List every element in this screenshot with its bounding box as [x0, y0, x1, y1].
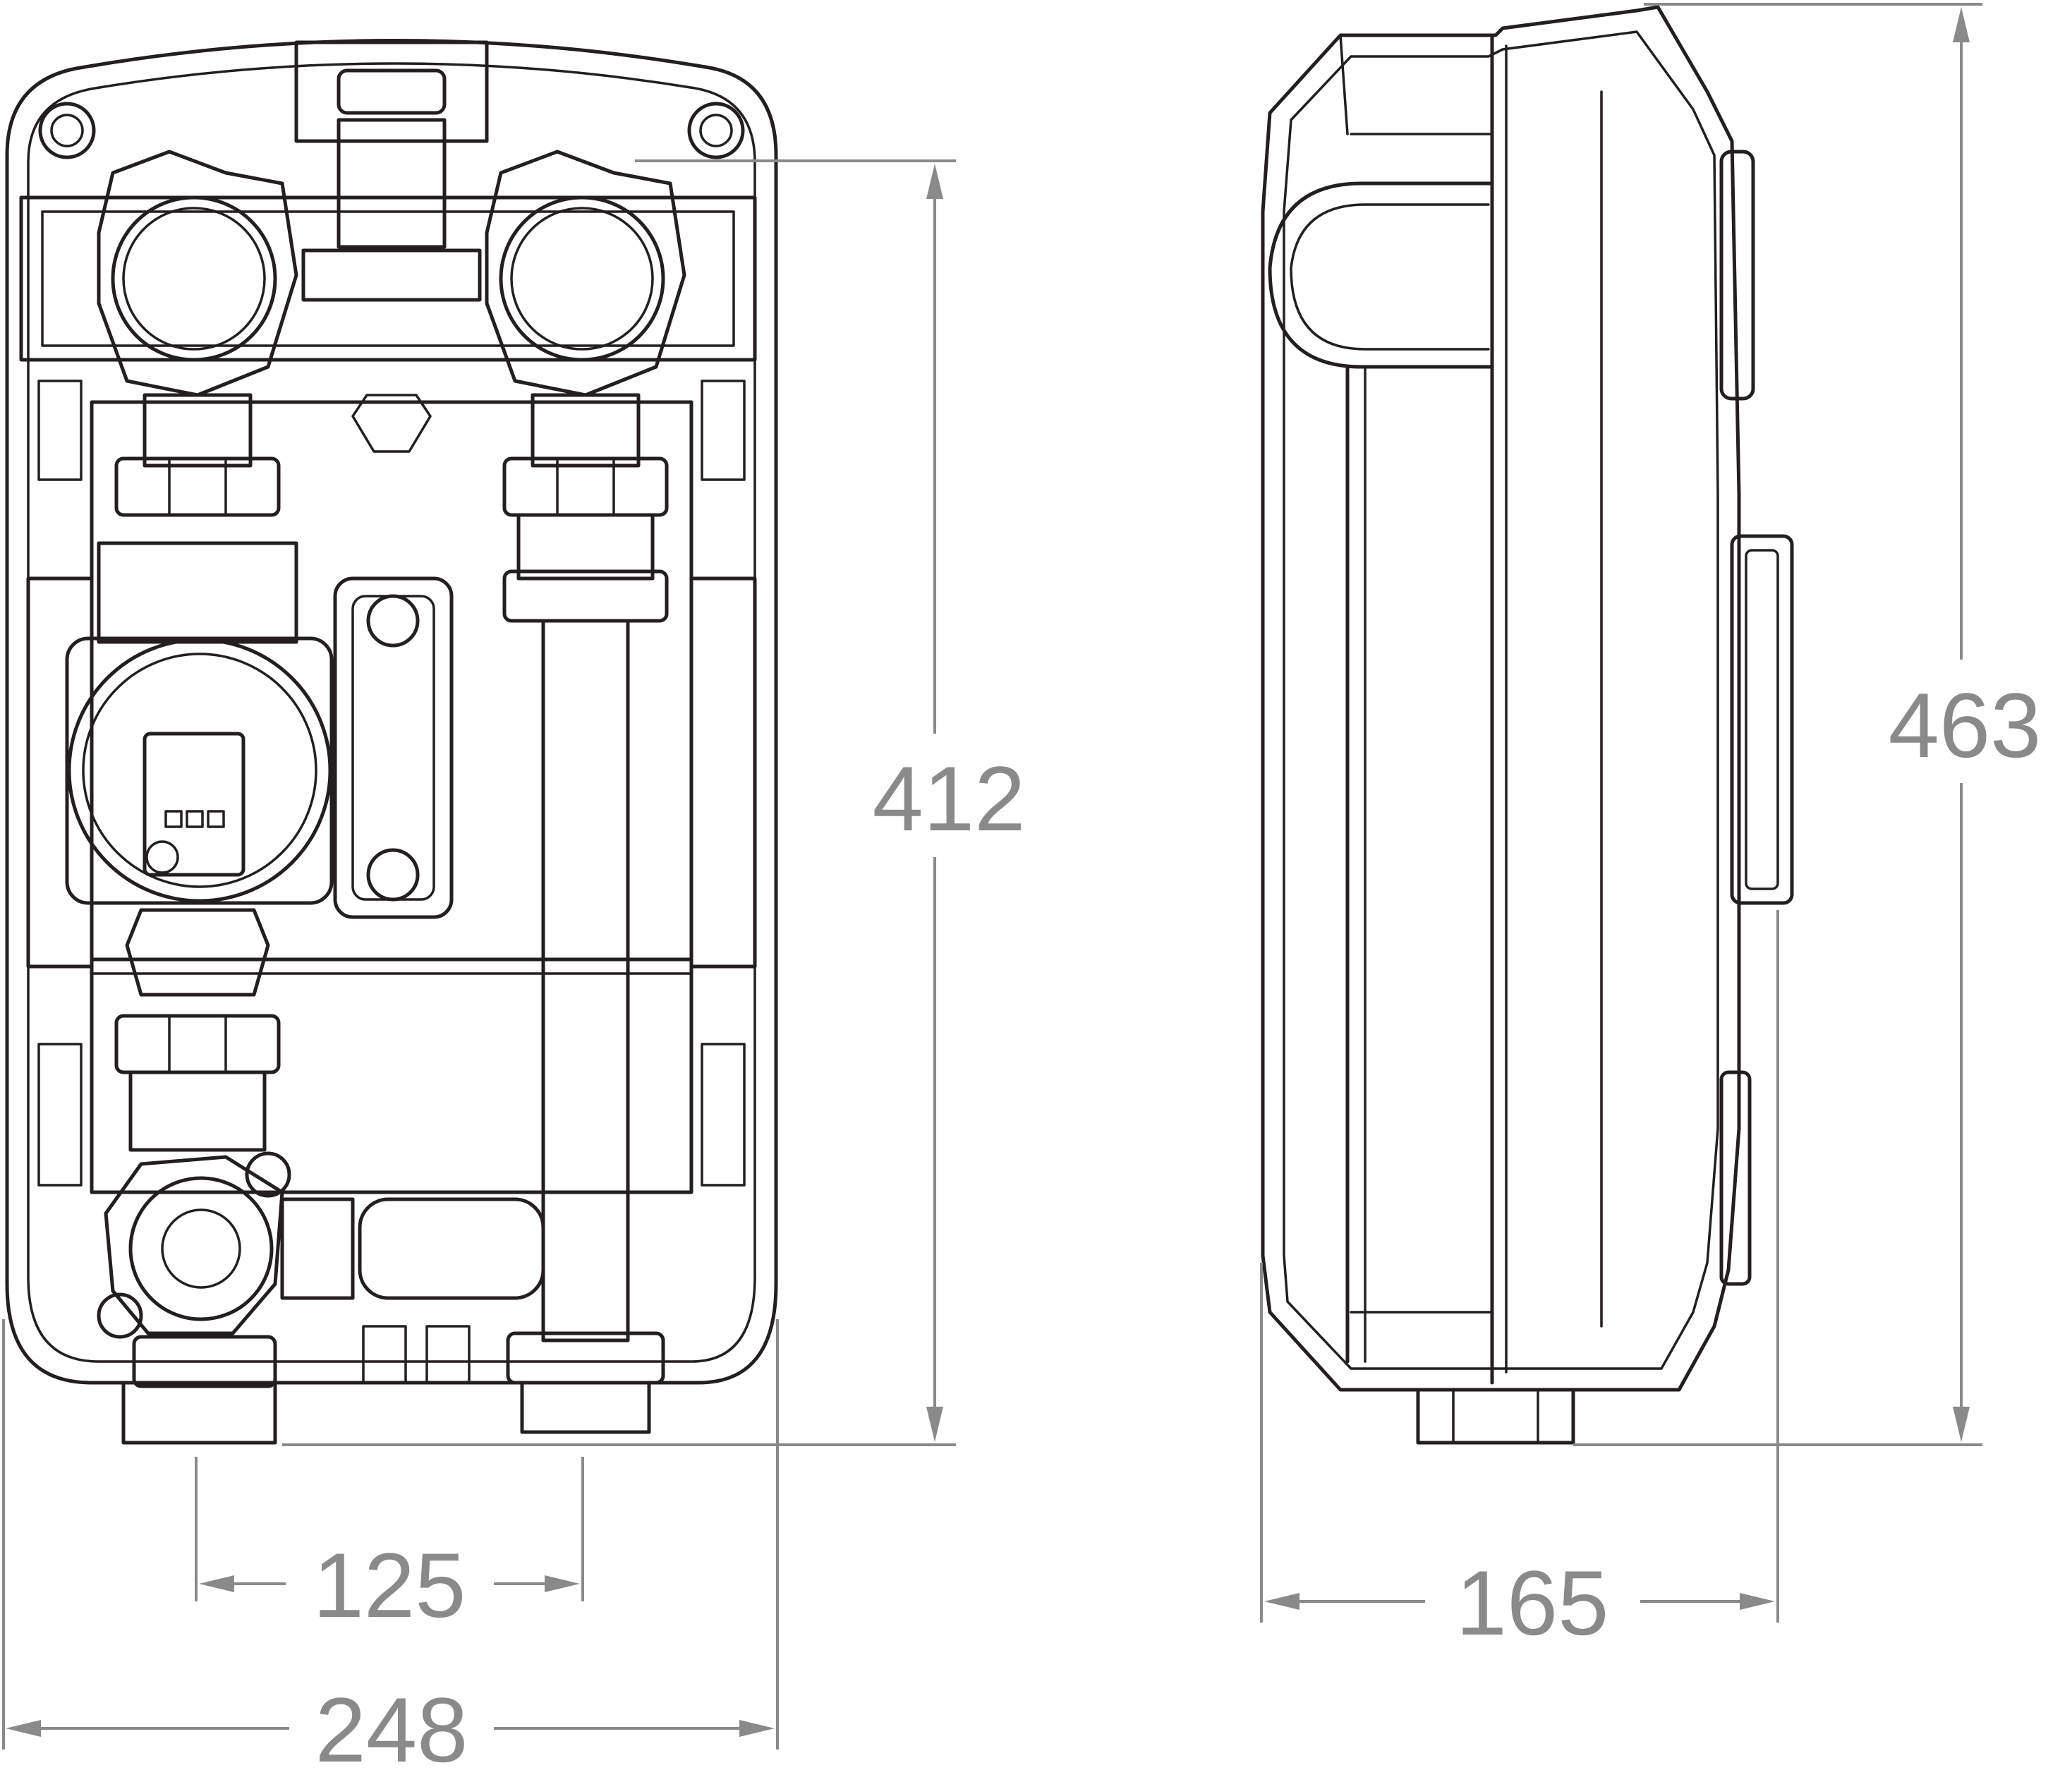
side-handle — [1268, 181, 1494, 369]
circulation-pump — [65, 541, 334, 905]
side-knob-top — [1719, 150, 1755, 401]
flow-meter — [333, 576, 454, 919]
top-right-valve — [485, 150, 686, 397]
dimension-463: 463 — [1889, 674, 2042, 777]
supply-outlet — [121, 1381, 277, 1445]
bottom-ball-valve — [97, 1151, 545, 1339]
dimension-labels: 412 463 125 248 165 — [313, 674, 2042, 1781]
side-view — [1261, 5, 1794, 1445]
side-bottom-fitting — [1416, 1388, 1575, 1445]
front-view — [5, 39, 778, 1445]
mounting-hole-right — [687, 102, 745, 159]
mounting-hole-left — [38, 102, 96, 159]
return-pipe — [541, 619, 630, 1342]
top-left-valve — [97, 150, 298, 397]
dimension-412: 412 — [873, 747, 1026, 850]
dimension-248: 248 — [315, 1678, 468, 1781]
side-housing — [1261, 5, 1741, 1392]
dimension-165: 165 — [1456, 1551, 1609, 1654]
dimension-lines — [2, 3, 1982, 1750]
dimension-125: 125 — [313, 1534, 466, 1637]
